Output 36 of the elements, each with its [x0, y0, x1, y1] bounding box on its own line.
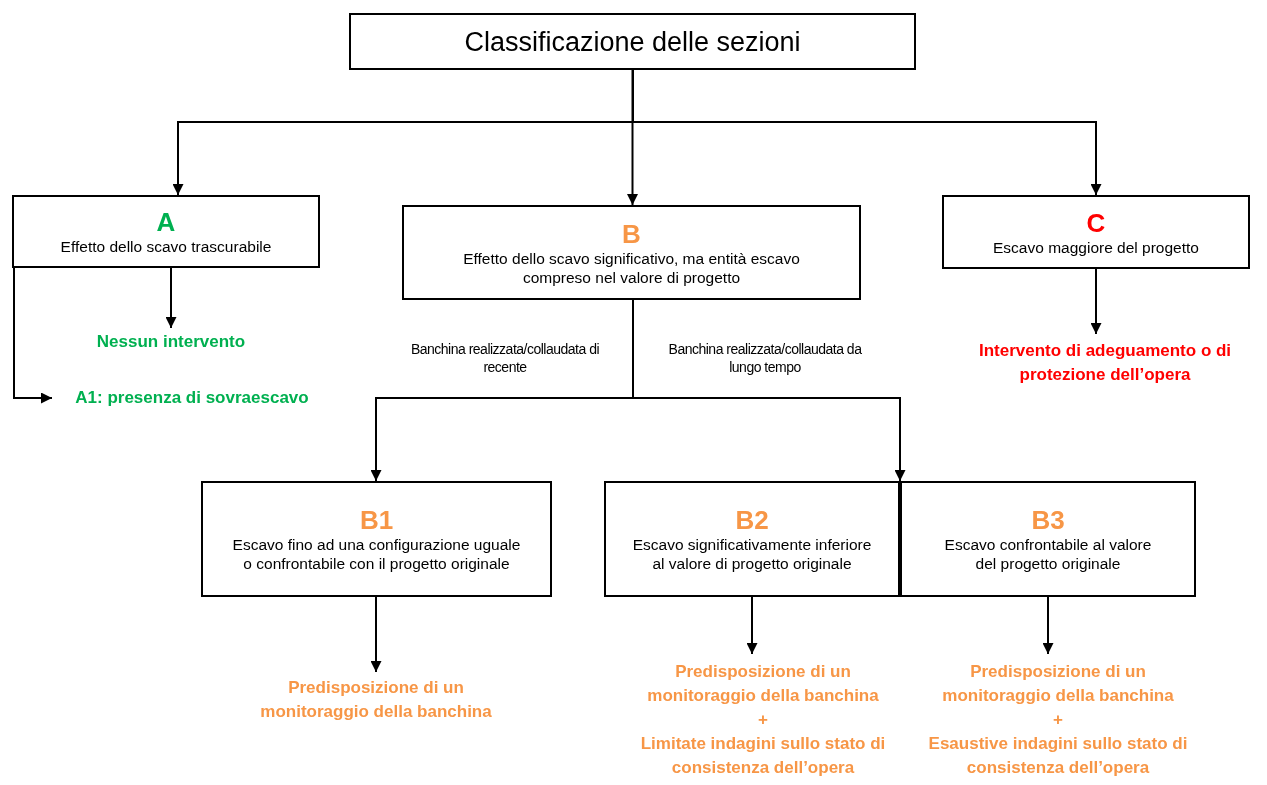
arrow [13, 267, 53, 404]
description-text: Escavo fino ad una configurazione uguale o confrontabile con il progetto originale [231, 535, 522, 573]
outcome-text: Esaustive indagini sullo stato di consistenza dell’opera [927, 732, 1189, 779]
category-box [12, 195, 320, 268]
subcategory-box [900, 481, 1196, 597]
arrow [165, 267, 177, 329]
outcome-text: Nessun intervento [96, 331, 246, 353]
description-text: Escavo confrontabile al valore del progetto originale [943, 535, 1153, 573]
plus-sign: + [758, 708, 768, 731]
arrow [746, 596, 758, 655]
description-text: Effetto dello scavo trascurabile [60, 237, 272, 256]
category-letter: B2 [735, 505, 769, 535]
title-box [349, 13, 916, 70]
description-text: Escavo significativamente inferiore al valore di progetto originale [631, 535, 873, 573]
category-letter: B [622, 218, 641, 249]
description-text: Effetto dello scavo significativo, ma entità escavo compreso nel valore di progetto [462, 248, 801, 287]
description-text: Escavo maggiore del progetto [993, 237, 1199, 257]
category-letter: C [1086, 207, 1106, 238]
category-letter: B3 [1031, 505, 1065, 535]
category-letter: A [156, 207, 176, 237]
outcome-text: Predisposizione di un monitoraggio della banchina [259, 677, 493, 723]
outcome-text: Intervento di adeguamento o di protezione dell’opera [977, 340, 1233, 386]
arrow [370, 596, 382, 673]
outcome-text: Limitate indagini sullo stato di consistenza dell’opera [639, 732, 887, 779]
plus-sign: + [1053, 708, 1063, 731]
subcategory-box [604, 481, 900, 597]
arrow [1090, 268, 1102, 335]
arrow [1042, 596, 1054, 655]
outcome-text: A1: presenza di sovraescavo [75, 387, 309, 409]
title-text: Classificazione delle sezioni [464, 25, 801, 58]
category-box [942, 195, 1250, 269]
outcome-text: Predisposizione di un monitoraggio della banchina [646, 660, 880, 707]
category-box [402, 205, 861, 300]
subcategory-box [201, 481, 552, 597]
outcome-text: Predisposizione di un monitoraggio della banchina [941, 660, 1175, 707]
category-letter: B1 [359, 505, 394, 535]
